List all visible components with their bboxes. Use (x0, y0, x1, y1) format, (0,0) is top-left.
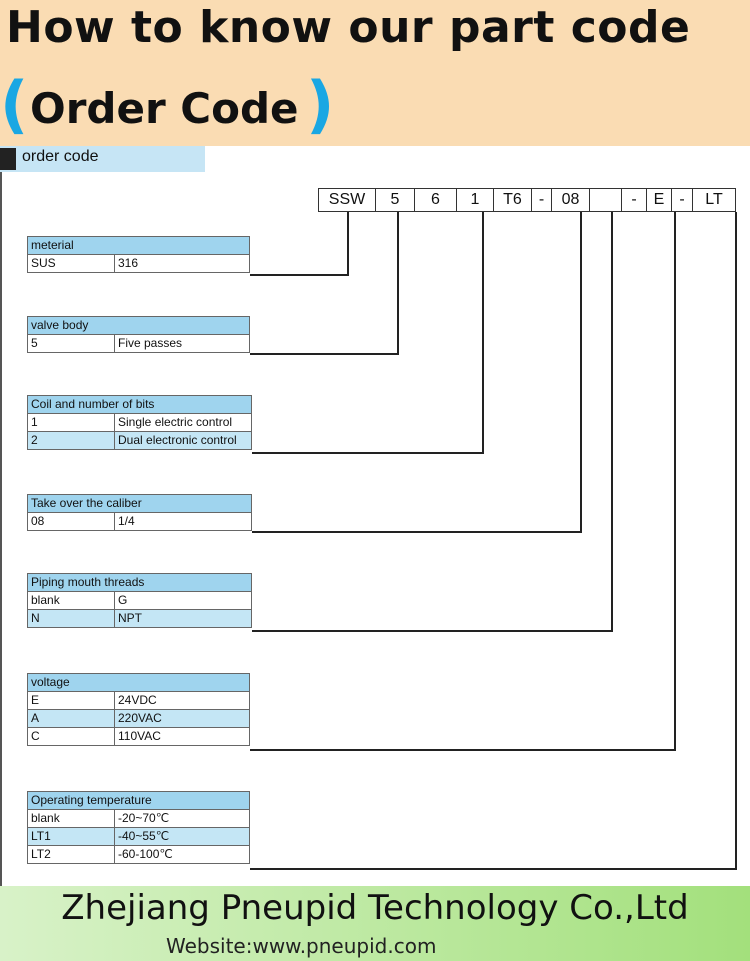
close-paren: ) (306, 68, 335, 141)
code-box-model: SSW (318, 188, 376, 212)
table-cell: Five passes (114, 334, 250, 353)
connector-threads-h (252, 630, 613, 632)
code-box-temperature: LT (692, 188, 736, 212)
connector-temperature-h (250, 868, 737, 870)
table-cell: -20~70℃ (114, 809, 250, 828)
connector-caliber-h (252, 531, 582, 533)
code-box-caliber: 08 (551, 188, 590, 212)
table-cell: 1 (27, 413, 115, 432)
table-cell: A (27, 709, 115, 728)
material-table-title: meterial (27, 236, 250, 255)
code-box-coil: 1 (456, 188, 494, 212)
temperature-table-title: Operating temperature (27, 791, 250, 810)
code-box-dash-2: - (621, 188, 647, 212)
code-box-dash-1: - (531, 188, 552, 212)
table-cell: -60-100℃ (114, 845, 250, 864)
connector-material-v (347, 212, 349, 276)
code-box-6: 6 (414, 188, 457, 212)
temperature-table: Operating temperature blank-20~70℃ LT1-4… (27, 791, 250, 864)
valve-body-table-title: valve body (27, 316, 250, 335)
connector-voltage-h (250, 749, 676, 751)
table-cell: LT2 (27, 845, 115, 864)
footer-banner: Zhejiang Pneupid Technology Co.,Ltd Webs… (0, 886, 750, 961)
threads-table-title: Piping mouth threads (27, 573, 252, 592)
connector-coil-h (252, 452, 484, 454)
table-cell: 220VAC (114, 709, 250, 728)
header-banner: How to know our part code ( Order Code ) (0, 0, 750, 146)
section-label: order code (22, 148, 99, 165)
page-subtitle: Order Code (30, 84, 299, 133)
table-cell: NPT (114, 609, 252, 628)
coil-table-title: Coil and number of bits (27, 395, 252, 414)
connector-material-h (250, 274, 349, 276)
table-cell: C (27, 727, 115, 746)
order-code-boxes: SSW 5 6 1 T6 - 08 - E - LT (318, 188, 736, 212)
table-cell: SUS (27, 254, 115, 273)
open-paren: ( (0, 68, 29, 141)
page-title: How to know our part code (6, 2, 691, 53)
table-cell: Dual electronic control (114, 431, 252, 450)
connector-threads-v (611, 212, 613, 632)
table-cell: blank (27, 809, 115, 828)
connector-voltage-v (674, 212, 676, 751)
connector-body-h (250, 353, 399, 355)
voltage-table-title: voltage (27, 673, 250, 692)
connector-coil-v (482, 212, 484, 454)
table-cell: 316 (114, 254, 250, 273)
code-box-t6: T6 (493, 188, 532, 212)
table-cell: Single electric control (114, 413, 252, 432)
table-cell: 08 (27, 512, 115, 531)
caliber-table-title: Take over the caliber (27, 494, 252, 513)
table-cell: 24VDC (114, 691, 250, 710)
table-cell: 5 (27, 334, 115, 353)
code-box-voltage: E (646, 188, 672, 212)
connector-temperature-v (735, 212, 737, 870)
table-cell: 1/4 (114, 512, 252, 531)
code-box-body: 5 (375, 188, 415, 212)
table-cell: LT1 (27, 827, 115, 846)
table-cell: -40~55℃ (114, 827, 250, 846)
section-marker-icon (0, 148, 16, 170)
table-cell: E (27, 691, 115, 710)
section-tag: order code (0, 146, 205, 172)
code-box-thread (589, 188, 622, 212)
company-name: Zhejiang Pneupid Technology Co.,Ltd (61, 888, 689, 928)
connector-body-v (397, 212, 399, 355)
code-box-dash-3: - (671, 188, 693, 212)
website-link[interactable]: Website:www.pneupid.com (166, 934, 437, 958)
table-cell: N (27, 609, 115, 628)
table-cell: blank (27, 591, 115, 610)
table-cell: 2 (27, 431, 115, 450)
connector-caliber-v (580, 212, 582, 533)
table-cell: G (114, 591, 252, 610)
table-cell: 110VAC (114, 727, 250, 746)
